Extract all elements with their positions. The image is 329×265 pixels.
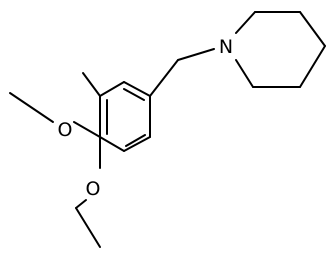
piperidine-bond-4	[299, 45, 326, 88]
piperidine-bond-1	[235, 11, 256, 34]
piperidine-ring	[235, 11, 326, 88]
lower-oxygen-methyl-bond	[75, 199, 87, 209]
piperidine-bond-6	[235, 59, 254, 88]
benzene-ring	[99, 81, 151, 152]
piperidine-bond-3	[299, 11, 326, 47]
upper-oxygen-atom-label: O	[58, 119, 73, 141]
lower-methoxy-methyl-bond	[75, 207, 101, 248]
ring-bond-6	[123, 81, 151, 97]
nitrogen-atom-label: N	[219, 36, 233, 58]
ch2-nitrogen-bond	[177, 48, 215, 61]
ring-bond-1	[99, 81, 125, 97]
upper-ring-oxygen-bond	[73, 121, 101, 138]
lower-oxygen-atom-label: O	[86, 178, 101, 200]
ring-double-bond-inner-2	[125, 134, 146, 147]
ring-bond-3	[99, 136, 125, 152]
methyl-bond	[82, 72, 101, 97]
benzyl-ch2-bond	[149, 59, 179, 97]
upper-methoxy-methyl-bond	[9, 92, 54, 123]
ring-bond-4	[123, 136, 151, 152]
ring-double-bond-inner-3	[123, 88, 145, 101]
